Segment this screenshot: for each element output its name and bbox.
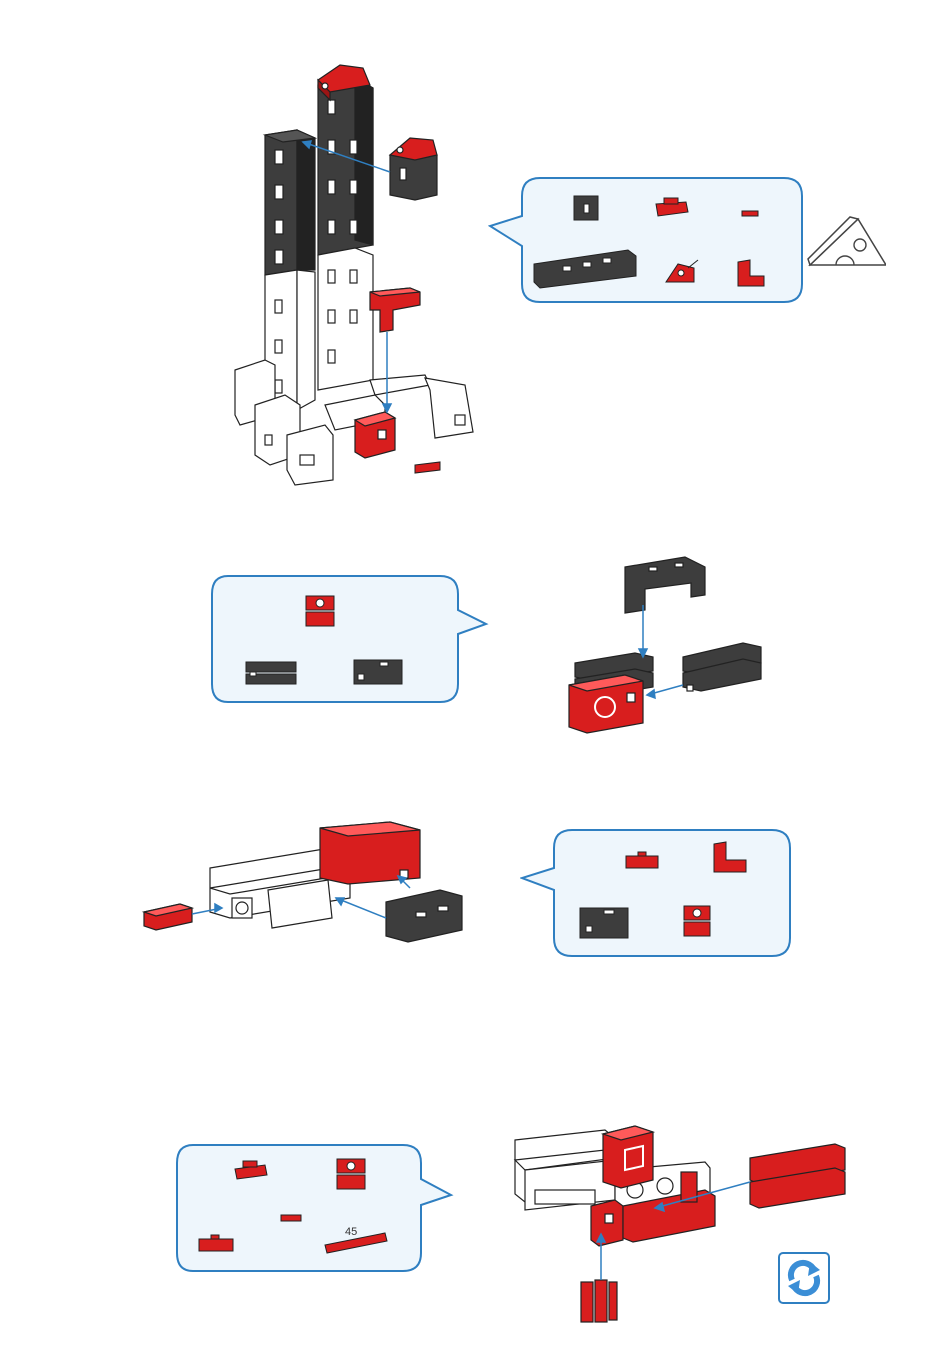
red-rails-floating — [750, 1144, 845, 1208]
red-square-blocks — [569, 675, 643, 733]
black-building-block — [574, 196, 598, 220]
step-2-parts-callout — [210, 574, 490, 706]
red-tower-block — [603, 1126, 653, 1188]
black-frame-block — [580, 908, 628, 938]
red-base-block — [355, 412, 395, 458]
black-column-right — [318, 78, 373, 255]
step-3-parts-callout — [520, 828, 795, 960]
black-frame-block — [386, 890, 462, 942]
step-1-parts-callout — [488, 176, 808, 306]
rotate-icon — [778, 1252, 830, 1304]
step-2-assembly — [565, 545, 775, 750]
red-bottom-rails — [581, 1280, 617, 1322]
rod-label: 45 — [345, 1226, 357, 1238]
black-column-left — [265, 130, 315, 275]
black-rails-right — [683, 643, 761, 691]
cheese-wedge-icon — [806, 215, 886, 275]
red-small-plate — [144, 904, 192, 930]
red-small-connector — [415, 462, 440, 473]
black-frame-top — [625, 557, 705, 613]
white-column-right — [318, 248, 373, 390]
red-small-connector — [742, 211, 758, 216]
red-l-bracket — [370, 288, 420, 332]
floating-black-block — [390, 138, 437, 200]
red-small-connector — [281, 1215, 301, 1221]
step-3-assembly — [140, 818, 470, 948]
black-frame-block — [354, 660, 402, 684]
red-top-blocks — [320, 822, 420, 884]
step-4-parts-callout: 45 — [175, 1143, 455, 1275]
step-1-assembly — [215, 60, 515, 490]
